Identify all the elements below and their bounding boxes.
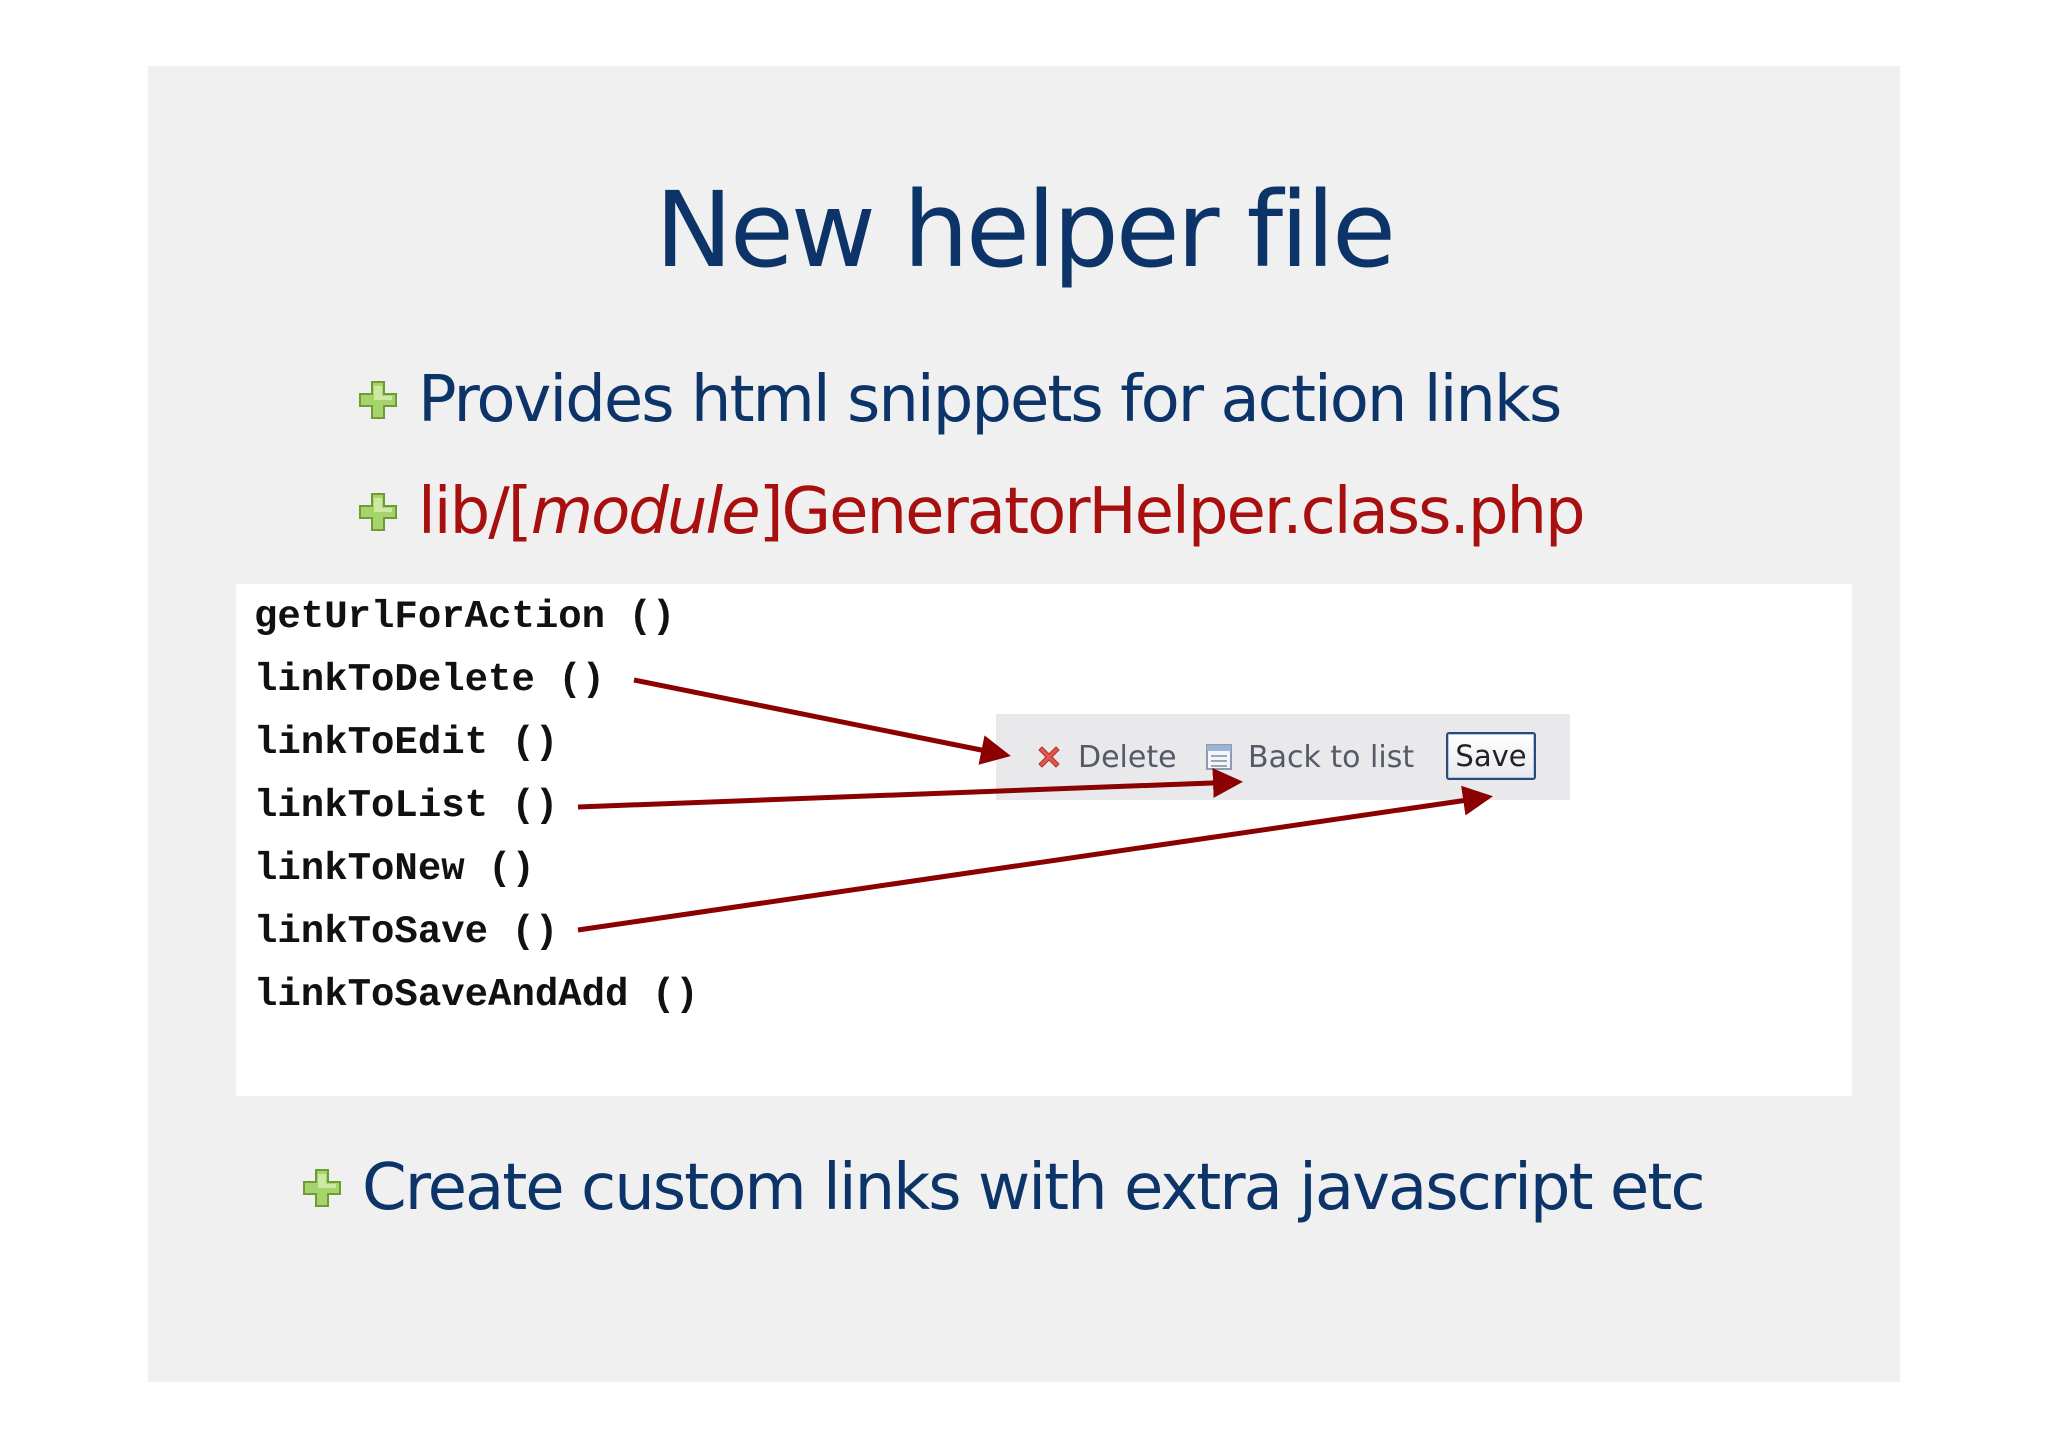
save-button[interactable]: Save: [1446, 732, 1536, 780]
bullet-item: Provides html snippets for action links: [356, 360, 1562, 440]
bullet-item: Create custom links with extra javascrip…: [300, 1148, 1706, 1228]
file-path-prefix: lib/[: [418, 475, 533, 549]
file-path-module: module: [530, 475, 761, 549]
code-line: linkToList (): [254, 784, 559, 828]
plus-icon: [359, 493, 397, 531]
code-line: getUrlForAction (): [254, 595, 676, 639]
delete-x-icon: [1038, 746, 1060, 768]
bullet-text: Provides html snippets for action links: [418, 363, 1562, 437]
delete-link[interactable]: Delete: [1034, 714, 1177, 800]
plus-icon: [359, 381, 397, 419]
file-path-suffix: ]GeneratorHelper.class.php: [758, 475, 1586, 549]
file-path-text: lib/[module]GeneratorHelper.class.php: [418, 475, 1586, 549]
back-to-list-link[interactable]: Back to list: [1204, 714, 1414, 800]
list-icon: [1206, 744, 1232, 770]
bullet-text: Create custom links with extra javascrip…: [362, 1151, 1706, 1225]
code-line: linkToDelete (): [254, 658, 606, 702]
code-line: linkToNew (): [254, 847, 535, 891]
code-line: linkToSaveAndAdd (): [254, 973, 699, 1017]
code-line: linkToSave (): [254, 910, 559, 954]
plus-icon: [303, 1169, 341, 1207]
delete-label: Delete: [1078, 739, 1177, 775]
slide-title: New helper file: [655, 169, 1396, 291]
code-line: linkToEdit (): [254, 721, 559, 765]
action-toolbar: Delete Back to list Save: [996, 714, 1570, 800]
bullet-item: lib/[module]GeneratorHelper.class.php: [356, 472, 1586, 552]
back-to-list-label: Back to list: [1248, 739, 1415, 775]
